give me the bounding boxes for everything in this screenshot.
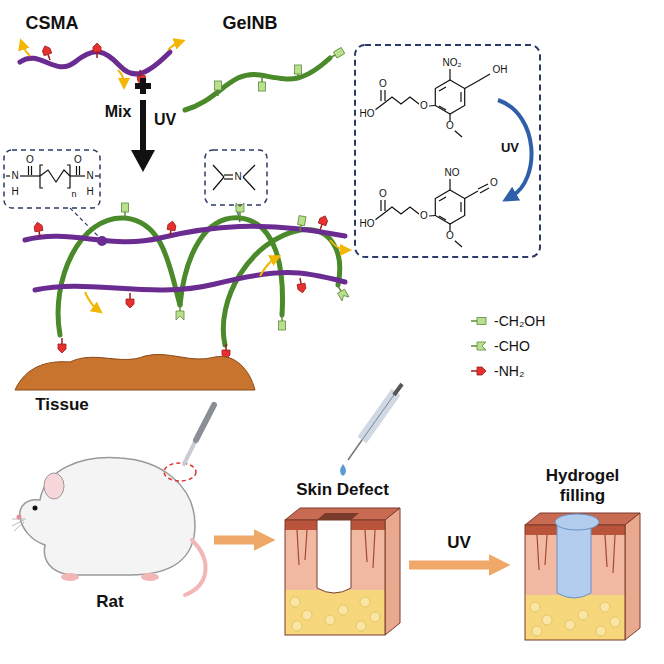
figure-caption: Rat (96, 592, 123, 612)
atom-label: H (10, 187, 19, 197)
polymer-name: GelNB (222, 14, 277, 34)
legend-icon (468, 314, 490, 328)
hydrogel-figure: Hydrogel filling (515, 466, 650, 646)
rat-figure: Rat (10, 405, 210, 612)
reaction-label: UV (501, 141, 519, 155)
repeat-index: n (70, 190, 77, 199)
legend-symbol (471, 318, 486, 325)
atom-label: N (10, 171, 19, 181)
figure-caption: Hydrogel filling (533, 466, 633, 507)
legend-item: -NH₂ (468, 363, 524, 379)
skin-defect-figure: Skin Defect (280, 480, 405, 640)
figure-caption: Skin Defect (296, 480, 389, 500)
atom-label: O (489, 178, 499, 188)
legend-icon (468, 339, 490, 353)
atom-label: N (85, 171, 94, 181)
legend-symbol (471, 342, 486, 350)
atom-label: N (233, 172, 242, 182)
atom-label: O (378, 79, 388, 89)
atom-label: O (445, 231, 455, 241)
step-label: UV (154, 111, 176, 129)
step-label: Mix (105, 103, 132, 121)
atom-label: NO (444, 168, 461, 178)
atom-label: O (73, 155, 83, 165)
legend-text: -CH₂OH (494, 313, 545, 329)
atom-label: O (419, 211, 429, 221)
polymer-name: CSMA (26, 14, 79, 34)
legend-symbol (471, 367, 486, 375)
atom-label: HO (359, 109, 376, 119)
legend-text: -CHO (494, 338, 530, 354)
legend-icon (468, 364, 490, 378)
atom-label: NO₂ (442, 58, 463, 68)
process-arrow (214, 536, 258, 545)
legend-item: -CH₂OH (468, 313, 545, 329)
atom-label: O (445, 121, 455, 131)
atom-label: O (378, 189, 388, 199)
legend-text: -NH₂ (494, 363, 524, 379)
arrow-label: UV (447, 533, 471, 553)
atom-label: HO (359, 219, 376, 229)
tissue-label: Tissue (35, 396, 89, 415)
atom-label: O (419, 101, 429, 111)
process-arrow (409, 561, 493, 570)
atom-label: O (25, 155, 35, 165)
atom-label: OH (492, 65, 509, 75)
legend-item: -CHO (468, 338, 530, 354)
atom-label: H (85, 187, 94, 197)
